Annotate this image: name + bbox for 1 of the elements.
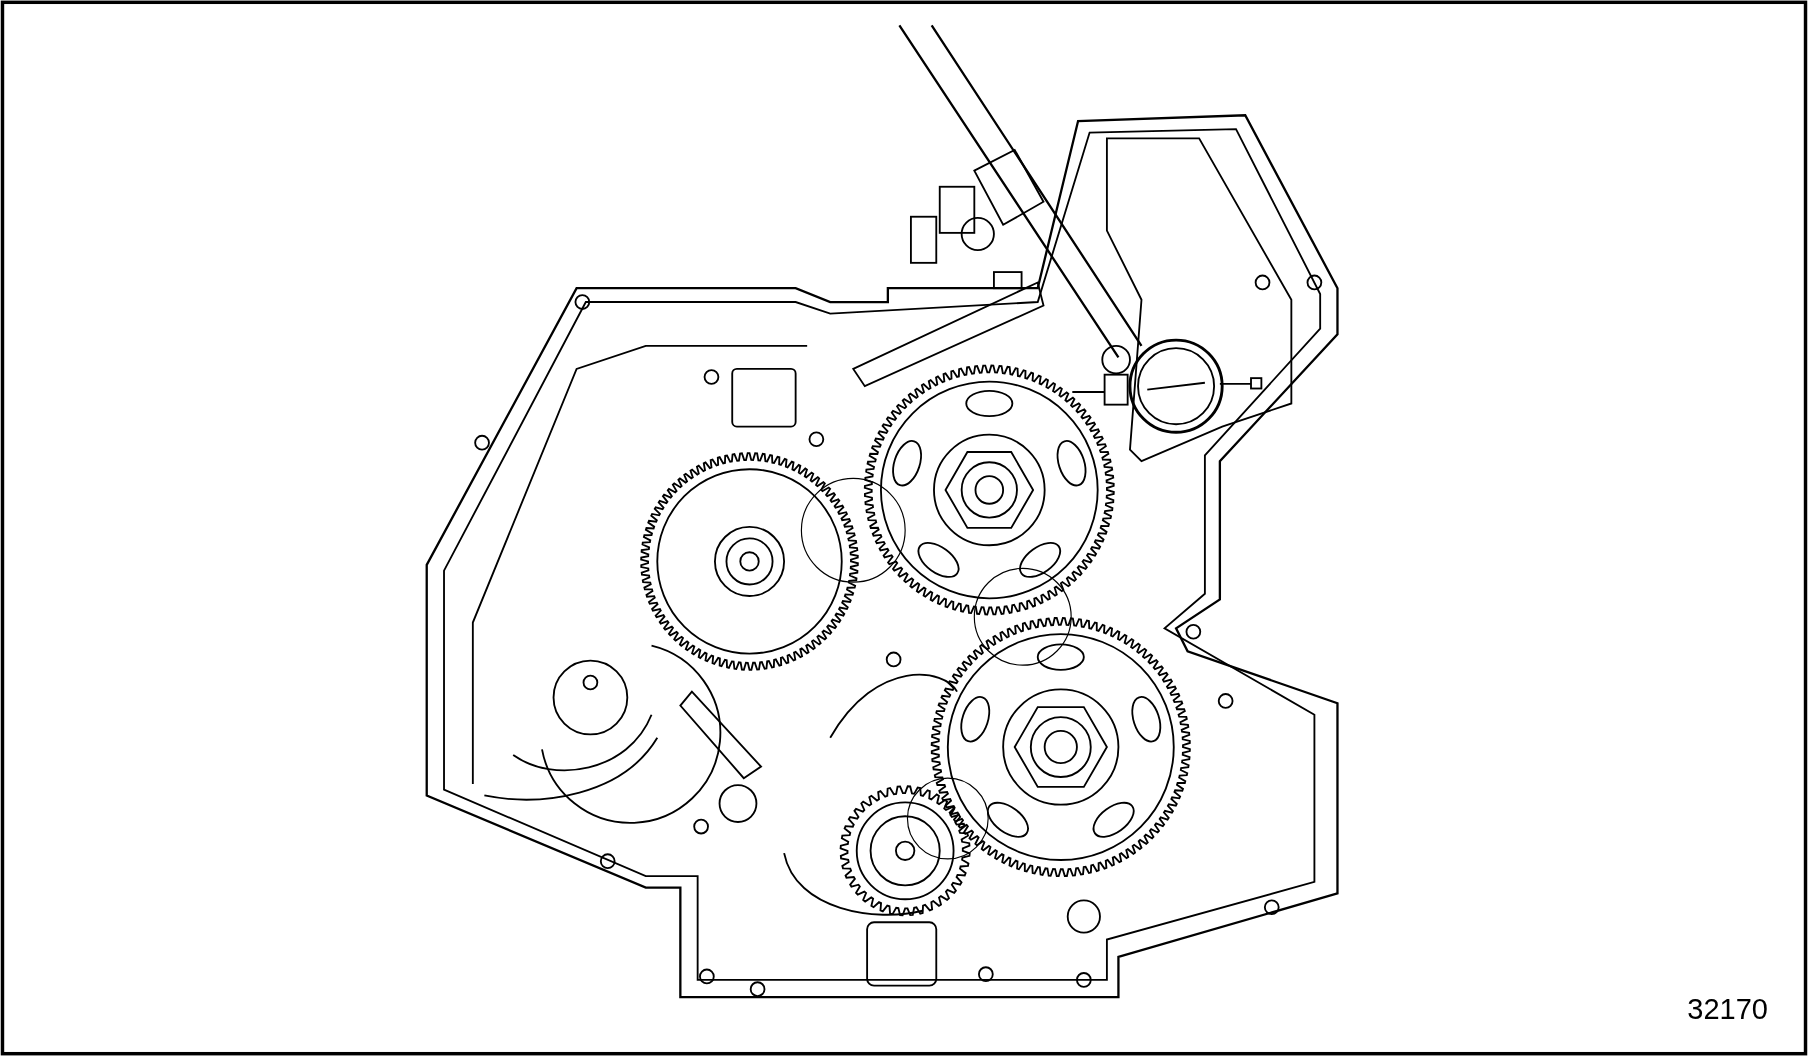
figure-number: 32170 bbox=[1687, 993, 1768, 1026]
